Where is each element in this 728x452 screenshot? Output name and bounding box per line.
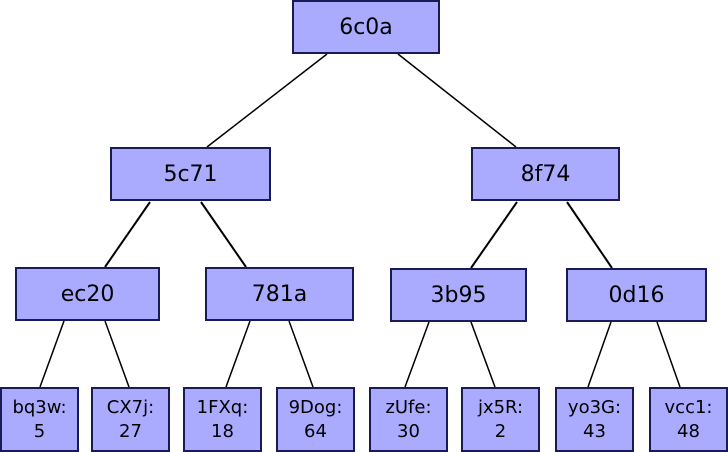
- node-label: 8f74: [520, 161, 571, 187]
- edge-0d16-vcc1: [656, 321, 681, 388]
- leaf-value: 27: [119, 420, 142, 442]
- node-label: 781a: [251, 281, 308, 307]
- node-level2: 0d16: [566, 268, 707, 322]
- leaf-value: 18: [211, 420, 234, 442]
- node-label: 6c0a: [339, 14, 393, 40]
- leaf-key: 1FXq:: [196, 396, 249, 418]
- leaf-node: 1FXq: 18: [183, 387, 262, 452]
- leaf-key: yo3G:: [567, 396, 622, 418]
- leaf-value: 30: [397, 420, 420, 442]
- edge-root-5c71: [206, 53, 328, 148]
- node-level2: 781a: [205, 267, 354, 321]
- node-label: ec20: [60, 281, 115, 307]
- node-label: 3b95: [430, 282, 487, 308]
- node-level2: ec20: [15, 267, 160, 321]
- leaf-value: 2: [494, 420, 507, 442]
- edge-root-8f74: [397, 53, 517, 148]
- leaf-node: yo3G: 43: [555, 387, 634, 452]
- leaf-key: zUfe:: [385, 396, 432, 418]
- leaf-node: 9Dog: 64: [276, 387, 355, 452]
- node-label: 5c71: [163, 161, 218, 187]
- edge-0d16-yo3g: [587, 321, 612, 388]
- leaf-node: bq3w: 5: [0, 387, 79, 452]
- edge-781a-9dog: [288, 320, 314, 388]
- edge-3b95-jx5r: [470, 321, 496, 388]
- node-label: 0d16: [608, 282, 665, 308]
- edge-5c71-ec20: [104, 201, 151, 268]
- leaf-node: vcc1: 48: [649, 387, 728, 452]
- node-level1: 5c71: [110, 147, 271, 201]
- node-root: 6c0a: [292, 0, 440, 54]
- leaf-key: vcc1:: [664, 396, 713, 418]
- edge-3b95-zufe: [404, 321, 430, 388]
- node-level1: 8f74: [471, 147, 620, 201]
- leaf-key: 9Dog:: [288, 396, 343, 418]
- edge-ec20-bq3w: [39, 320, 65, 388]
- leaf-node: jx5R: 2: [461, 387, 540, 452]
- leaf-value: 43: [583, 420, 606, 442]
- leaf-key: bq3w:: [12, 396, 67, 418]
- leaf-node: zUfe: 30: [369, 387, 448, 452]
- leaf-value: 5: [33, 420, 46, 442]
- edge-8f74-0d16: [566, 201, 613, 269]
- leaf-key: CX7j:: [106, 396, 155, 418]
- leaf-value: 48: [677, 420, 700, 442]
- edge-781a-1fxq: [225, 320, 251, 388]
- node-level2: 3b95: [390, 268, 527, 322]
- edge-ec20-cx7j: [104, 320, 130, 388]
- edge-8f74-3b95: [470, 201, 518, 269]
- leaf-node: CX7j: 27: [91, 387, 170, 452]
- leaf-key: jx5R:: [477, 396, 524, 418]
- leaf-value: 64: [304, 420, 327, 442]
- edge-5c71-781a: [200, 201, 247, 268]
